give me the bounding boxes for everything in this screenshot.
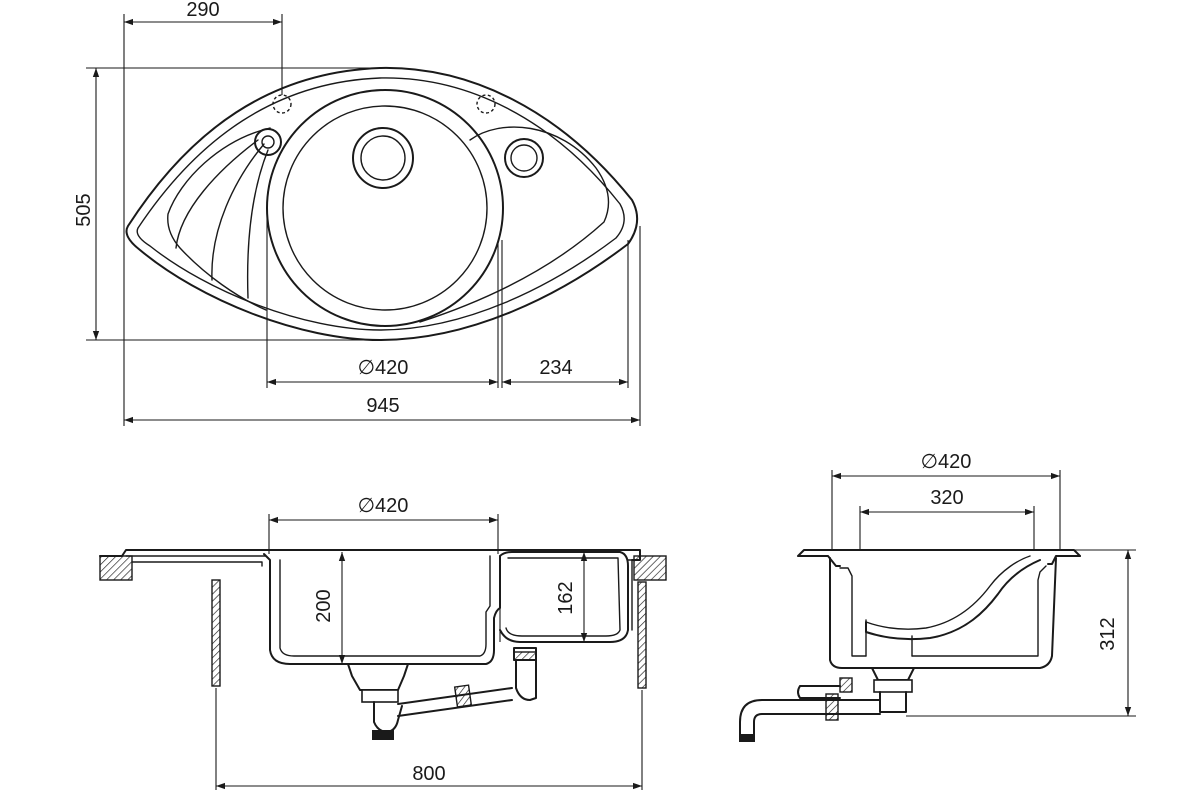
cabinet-wall-right xyxy=(637,581,647,689)
side-connector-1 xyxy=(825,693,839,721)
drainer-groove-3 xyxy=(246,149,269,299)
side-horizontal-pipe xyxy=(761,699,881,715)
main-drain-nut xyxy=(361,689,399,703)
side-flange xyxy=(797,549,1081,567)
top-view: 290 505 ∅420 234 945 xyxy=(73,0,641,426)
label-800: 800 xyxy=(412,763,445,785)
cabinet-wall-left xyxy=(211,579,221,687)
tap-hole-left xyxy=(272,94,292,114)
side-bowl-inner-left xyxy=(839,567,867,657)
front-right-wall xyxy=(627,559,633,631)
front-section-view: ∅420 200 162 800 xyxy=(99,495,667,790)
front-main-bowl-inner xyxy=(279,555,491,657)
label-420-side: ∅420 xyxy=(921,451,972,473)
side-bowl-inner-right xyxy=(911,565,1047,657)
overflow-button-inner xyxy=(261,135,275,149)
label-162: 162 xyxy=(555,581,577,614)
right-compartment xyxy=(419,126,610,323)
secondary-drain-inner xyxy=(510,144,538,172)
label-320: 320 xyxy=(930,487,963,509)
front-flange xyxy=(99,549,641,561)
siphon-bend xyxy=(373,701,403,733)
side-bowl-outer xyxy=(829,557,1057,669)
main-drain-fitting xyxy=(347,663,409,691)
drainer-groove-2 xyxy=(211,143,265,281)
label-420-front: ∅420 xyxy=(358,495,409,517)
drainer-groove-1 xyxy=(175,139,259,249)
secondary-drain-outer xyxy=(504,138,544,178)
secondary-drain-thread xyxy=(513,651,537,661)
main-bowl-inner xyxy=(282,105,488,311)
side-siphon-body xyxy=(879,691,907,713)
sink-inner-rim xyxy=(136,77,625,331)
label-505: 505 xyxy=(73,193,95,226)
tap-hole-right xyxy=(476,94,496,114)
front-secondary-bowl-inner xyxy=(505,557,621,637)
label-200: 200 xyxy=(313,589,335,622)
label-420-top: ∅420 xyxy=(358,357,409,379)
main-bowl-rim xyxy=(266,89,504,327)
side-elbow xyxy=(739,699,763,737)
siphon-connector xyxy=(453,684,473,708)
side-bowl-slope-inner xyxy=(865,555,1031,630)
label-945: 945 xyxy=(366,395,399,417)
label-234: 234 xyxy=(539,357,572,379)
side-upper-pipe xyxy=(797,685,841,699)
side-section-view: ∅420 320 312 xyxy=(739,451,1136,742)
countertop-right xyxy=(633,555,667,581)
left-drainer-tray xyxy=(167,127,271,311)
side-outlet xyxy=(739,734,755,742)
side-drain-nut xyxy=(873,679,913,693)
side-drain-fitting xyxy=(871,667,915,681)
siphon-outlet xyxy=(372,730,394,740)
front-drainer-surface xyxy=(125,555,267,567)
main-bowl-drain-inner xyxy=(360,135,406,181)
main-bowl-drain-outer xyxy=(352,127,414,189)
label-290: 290 xyxy=(186,0,219,21)
sink-outer-outline xyxy=(125,66,639,341)
front-main-bowl xyxy=(263,553,501,665)
side-flange-right xyxy=(1047,555,1081,565)
front-secondary-bowl xyxy=(499,551,629,643)
overflow-button-outer xyxy=(254,128,282,156)
siphon-pipe xyxy=(397,687,513,717)
side-bowl-slope xyxy=(865,559,1041,641)
label-312: 312 xyxy=(1097,617,1119,650)
side-connector-2 xyxy=(839,677,853,693)
countertop-left xyxy=(99,555,133,581)
